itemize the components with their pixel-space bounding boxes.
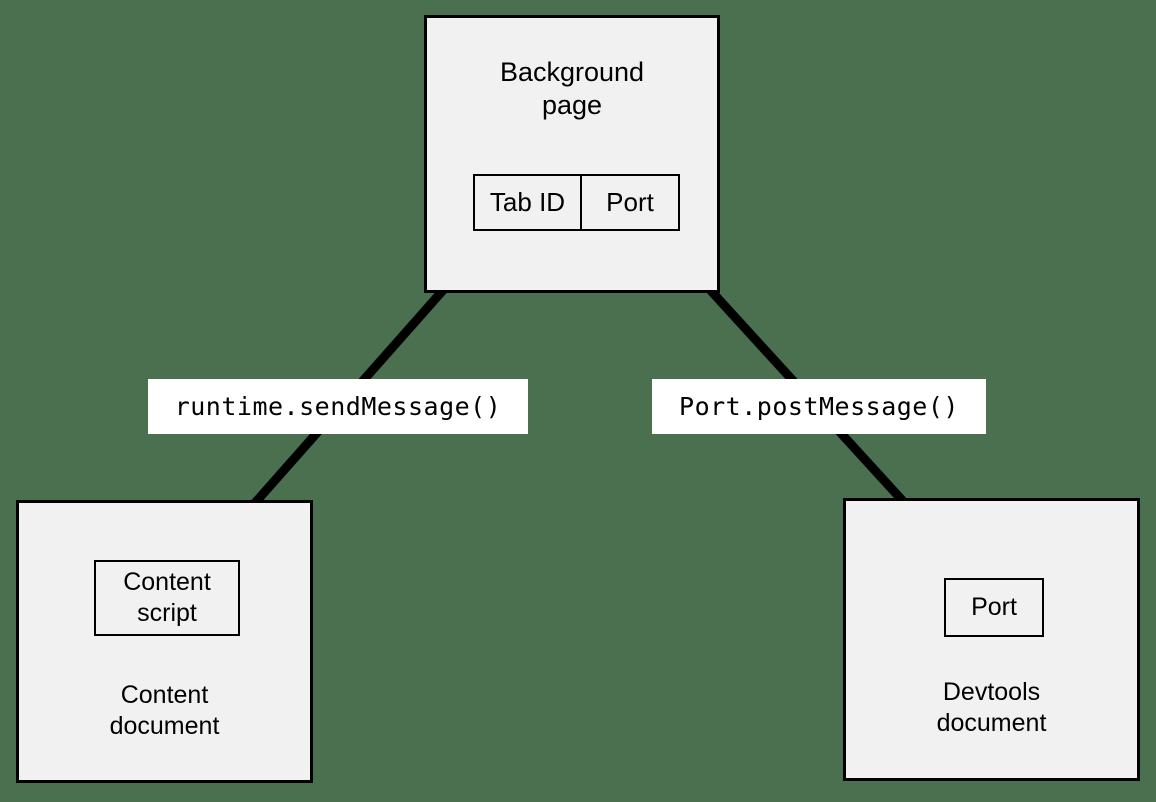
content-script-box: Content script [94, 560, 240, 636]
table-cell-tab-id: Tab ID [475, 176, 582, 229]
devtools-port-label: Port [971, 593, 1017, 621]
content-document-box: Content script Content document [16, 500, 313, 783]
edge-label-runtime-send-message: runtime.sendMessage() [148, 379, 528, 434]
devtools-document-box: Port Devtools document [843, 498, 1140, 781]
background-page-title: Background page [499, 57, 645, 120]
content-script-label: Content script [123, 568, 211, 627]
edge-label-port-post-message: Port.postMessage() [652, 379, 986, 434]
tab-id-port-table: Tab ID Port [473, 174, 680, 231]
background-page-box: Background page Tab ID Port [424, 15, 720, 293]
content-document-label: Content document [109, 681, 220, 740]
devtools-document-label: Devtools document [936, 678, 1047, 737]
devtools-port-box: Port [944, 578, 1044, 637]
table-cell-port: Port [606, 187, 654, 217]
